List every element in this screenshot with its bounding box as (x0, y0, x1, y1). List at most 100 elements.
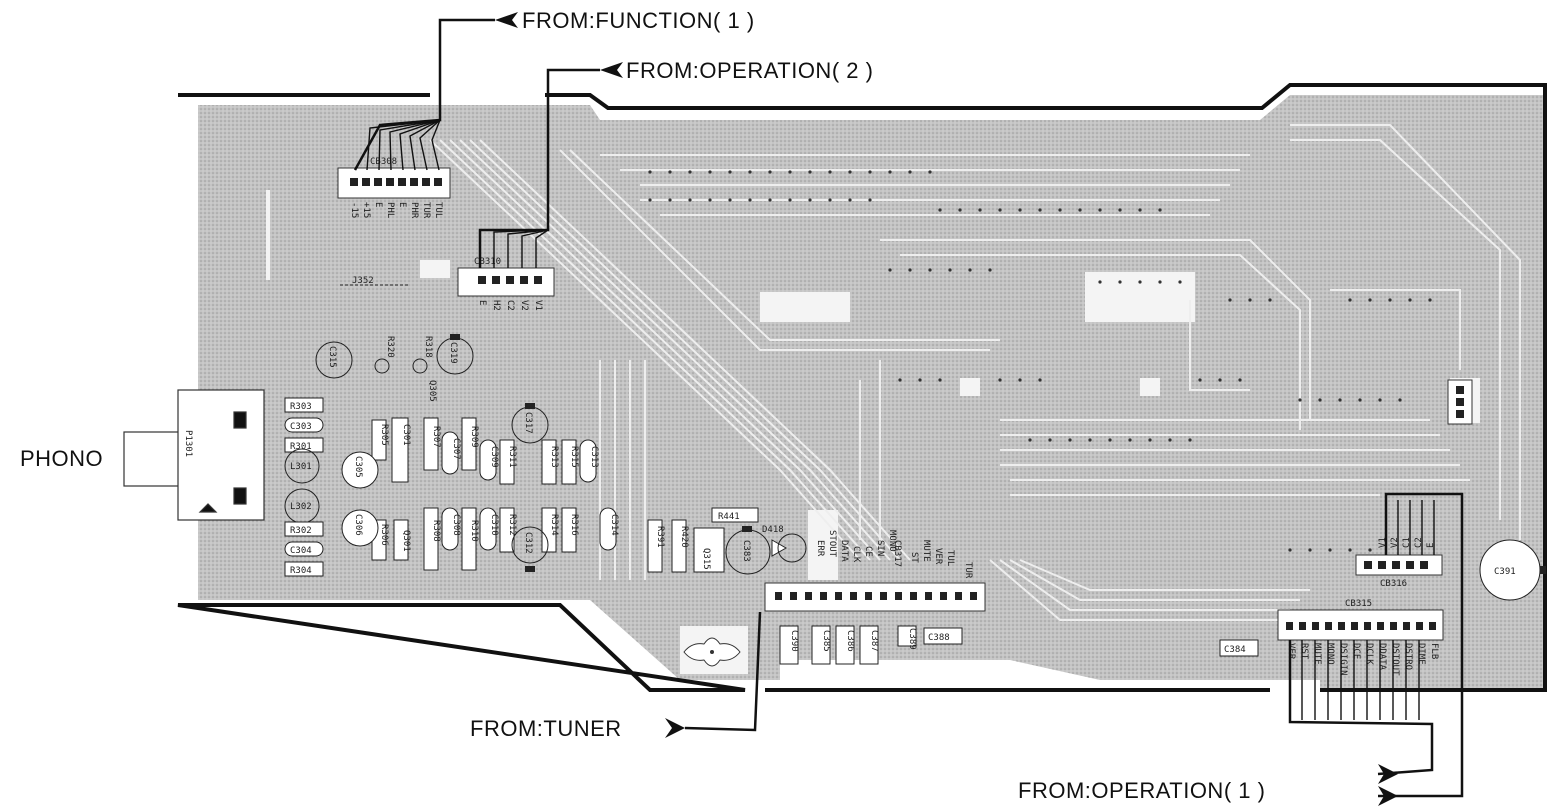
svg-text:C303: C303 (290, 422, 312, 432)
svg-text:C388: C388 (928, 633, 950, 643)
cb315-pin-dstout: DSTOUT (1390, 643, 1400, 676)
capacitor-c312: C312 (511, 526, 549, 572)
resistor-r301: R301 (284, 437, 324, 453)
cb317-pin-tur: TUR (963, 562, 973, 579)
resistor-r309: R309 (461, 417, 479, 471)
svg-text:C384: C384 (1224, 645, 1246, 655)
cb316-pin-c2: C2 (1414, 537, 1424, 548)
cb316-pin-c1: C1 (1402, 537, 1412, 548)
cb310-pin-5: V1 (533, 300, 543, 311)
svg-text:R306: R306 (379, 524, 389, 546)
svg-text:R303: R303 (290, 402, 312, 412)
cb316-label: CB316 (1380, 579, 1407, 589)
svg-text:R314: R314 (549, 514, 559, 536)
cb308-label: CB308 (370, 157, 397, 167)
cb308-pin-1: -15 (349, 202, 359, 218)
label-from-function: FROM:FUNCTION( 1 ) (522, 8, 755, 33)
connector-cb317: CB317 ERR STOUT DATA CLK CE SIN MONO ST … (764, 530, 986, 612)
connector-cb310: CB310 E H2 C2 V2 V1 (457, 257, 555, 311)
cb315-pin-flb: FLB (1429, 643, 1439, 659)
label-from-operation-1: FROM:OPERATION( 1 ) (1018, 778, 1266, 803)
cb315-pin-rst: RST (1299, 643, 1309, 660)
resistor-r391: R391 (647, 519, 665, 573)
traces (429, 124, 1521, 621)
resistor-r311: R311 (499, 439, 517, 485)
resistor-r304: R304 (284, 561, 324, 577)
svg-text:R310: R310 (469, 520, 479, 542)
capacitor-c383: C383 (725, 526, 771, 575)
resistor-r420: R420 (671, 519, 689, 573)
svg-text:C307: C307 (451, 438, 461, 460)
capacitor-c387-top (777, 533, 807, 563)
cb317-label: CB317 (892, 540, 902, 567)
svg-text:Q315: Q315 (701, 548, 711, 570)
capacitor-c308: C308 (441, 507, 461, 551)
svg-text:R311: R311 (507, 446, 517, 468)
svg-text:C313: C313 (589, 446, 599, 468)
svg-text:R307: R307 (431, 426, 441, 448)
capacitor-c315: C315 (315, 341, 353, 379)
arrow-heads (495, 12, 1398, 806)
connector-cb308: CB308 -15 +15 E PHL E PHR TUR TUL (337, 157, 451, 219)
resistor-r316: R316 (561, 507, 579, 553)
resistor-r312: R312 (499, 507, 517, 553)
capacitor-c306: C306 (341, 509, 379, 547)
pads (648, 170, 1432, 552)
cb315-label: CB315 (1345, 599, 1372, 609)
resistor-r310: R310 (461, 507, 479, 571)
resistor-r305: R305 (371, 419, 389, 461)
cb308-pin-7: TUR (421, 202, 431, 219)
svg-text:L302: L302 (290, 502, 312, 512)
cb310-label: CB310 (474, 257, 501, 267)
svg-text:R302: R302 (290, 526, 312, 536)
svg-text:J352: J352 (352, 276, 374, 286)
svg-text:C314: C314 (609, 514, 619, 536)
resistor-r320: R320 (374, 336, 395, 374)
cb316-pin-v1: V1 (1378, 537, 1388, 548)
capacitor-c390: C390 (779, 625, 799, 665)
resistor-r314: R314 (541, 507, 559, 553)
capacitor-c303: C303 (284, 417, 324, 433)
svg-text:C391: C391 (1494, 567, 1516, 577)
svg-text:D418: D418 (762, 525, 784, 535)
cb315-pin-ddata: DDATA (1377, 643, 1387, 671)
label-phono: PHONO (20, 446, 104, 471)
board-outline (177, 83, 1547, 692)
cb317-pin-tul: TUL (945, 550, 955, 566)
svg-text:R441: R441 (718, 512, 740, 522)
label-from-operation-2: FROM:OPERATION( 2 ) (626, 58, 874, 83)
header-part (1447, 379, 1473, 425)
cb316-pin-e: E (1426, 543, 1436, 548)
cb317-pin-data: DATA (839, 540, 849, 562)
capacitor-c309: C309 (479, 439, 499, 481)
svg-text:C301: C301 (401, 424, 411, 446)
cb317-pin-err: ERR (815, 540, 825, 557)
cb315-pin-dime: DIME (1416, 643, 1426, 665)
connector-cb316: CB316 V1 V2 C1 C2 E (1355, 537, 1443, 589)
resistor-r318: R318 (412, 336, 433, 374)
transistor-q301: Q301 (393, 519, 411, 561)
svg-text:R320: R320 (385, 336, 395, 358)
cb317-pin-ce: CE (863, 546, 873, 557)
svg-text:R313: R313 (549, 446, 559, 468)
slot-marker (266, 190, 270, 280)
cb308-pin-4: PHL (385, 202, 395, 218)
p1301-label: P1301 (183, 430, 193, 457)
svg-text:C387: C387 (869, 630, 879, 652)
svg-text:C310: C310 (489, 514, 499, 536)
capacitor-c319: C319 (436, 334, 474, 375)
svg-text:C383: C383 (741, 540, 751, 562)
svg-text:R312: R312 (507, 514, 517, 536)
resistor-r313: R313 (541, 439, 559, 485)
capacitor-c391: C391 (1479, 539, 1546, 601)
svg-text:C312: C312 (523, 532, 533, 554)
capacitor-c388: C388 (923, 627, 963, 645)
cables (353, 18, 1464, 798)
cb310-pin-4: V2 (519, 300, 529, 311)
svg-text:C306: C306 (353, 514, 363, 536)
capacitor-c387: C387 (859, 625, 879, 665)
svg-text:C385: C385 (821, 630, 831, 652)
capacitor-c314: C314 (599, 507, 619, 551)
transistor-q305: Q305 (427, 380, 437, 402)
